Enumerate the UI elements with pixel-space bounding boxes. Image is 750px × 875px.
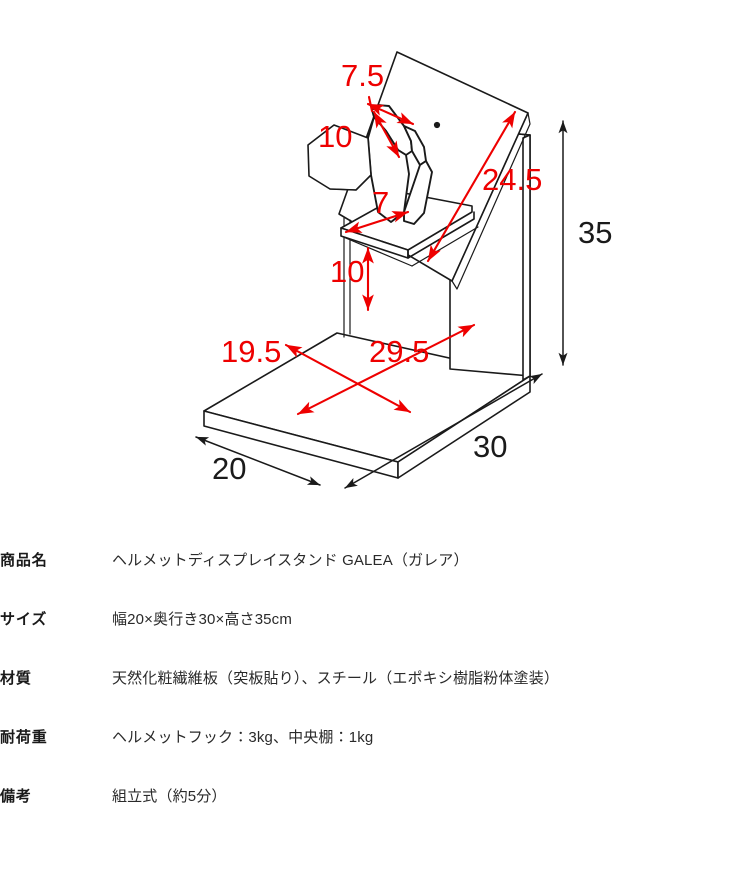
dimension-overall-height: 35 [558, 120, 612, 366]
table-row: 耐荷重 ヘルメットフック：3kg、中央棚：1kg [0, 707, 750, 766]
specification-table-body: 商品名 ヘルメットディスプレイスタンド GALEA（ガレア） サイズ 幅20×奥… [0, 530, 750, 825]
dimension-drawing-panel: 7.5 10 24.5 35 7 10 19.5 [195, 51, 612, 489]
spec-value-product-name: ヘルメットディスプレイスタンド GALEA（ガレア） [112, 552, 469, 569]
table-row: 商品名 ヘルメットディスプレイスタンド GALEA（ガレア） [0, 530, 750, 589]
dimension-back-panel-length: 24.5 [426, 110, 542, 263]
table-row: 材質 天然化粧繊維板（突板貼り）、スチール（エポキシ樹脂粉体塗装） [0, 648, 750, 707]
spec-label-material: 材質 [0, 670, 32, 687]
dimension-overall-depth: 30 [344, 373, 543, 489]
dimension-overall-width: 20 [195, 436, 321, 486]
dimension-shelf-clearance: 10 [330, 246, 374, 312]
dimension-label-base-inner-depth: 29.5 [369, 334, 429, 369]
dimension-label-hook-width: 7.5 [341, 58, 384, 93]
dimension-label-overall-depth: 30 [473, 429, 507, 464]
dimension-base-inner-depth: 29.5 [296, 323, 476, 416]
dimension-label-back-panel-length: 24.5 [482, 162, 542, 197]
screw-hole-upper [433, 121, 441, 129]
dimension-label-base-inner-width: 19.5 [221, 334, 281, 369]
spec-value-size: 幅20×奥行き30×高さ35cm [112, 611, 292, 628]
dimension-drawing-svg: 7.5 10 24.5 35 7 10 19.5 [195, 51, 612, 489]
table-row: サイズ 幅20×奥行き30×高さ35cm [0, 589, 750, 648]
spec-label-remarks: 備考 [0, 788, 32, 805]
dimension-hook-depth: 10 [318, 110, 401, 159]
dimension-label-overall-width: 20 [212, 451, 246, 486]
dimension-label-shelf-clearance: 10 [330, 254, 364, 289]
dimension-label-shelf-depth: 7 [372, 185, 389, 220]
spec-label-product-name: 商品名 [0, 552, 48, 569]
dimension-shelf-depth: 7 [344, 185, 410, 234]
spec-value-remarks: 組立式（約5分） [112, 788, 227, 805]
spec-label-size: サイズ [0, 611, 48, 628]
spec-value-material: 天然化粧繊維板（突板貼り）、スチール（エポキシ樹脂粉体塗装） [112, 670, 560, 687]
specification-table: 商品名 ヘルメットディスプレイスタンド GALEA（ガレア） サイズ 幅20×奥… [0, 530, 750, 825]
dimension-label-overall-height: 35 [578, 215, 612, 250]
spec-label-load-capacity: 耐荷重 [0, 729, 48, 746]
spec-value-load-capacity: ヘルメットフック：3kg、中央棚：1kg [112, 729, 374, 746]
dimension-hook-width: 7.5 [341, 58, 415, 126]
dimension-label-hook-depth: 10 [318, 119, 352, 154]
table-row: 備考 組立式（約5分） [0, 766, 750, 825]
